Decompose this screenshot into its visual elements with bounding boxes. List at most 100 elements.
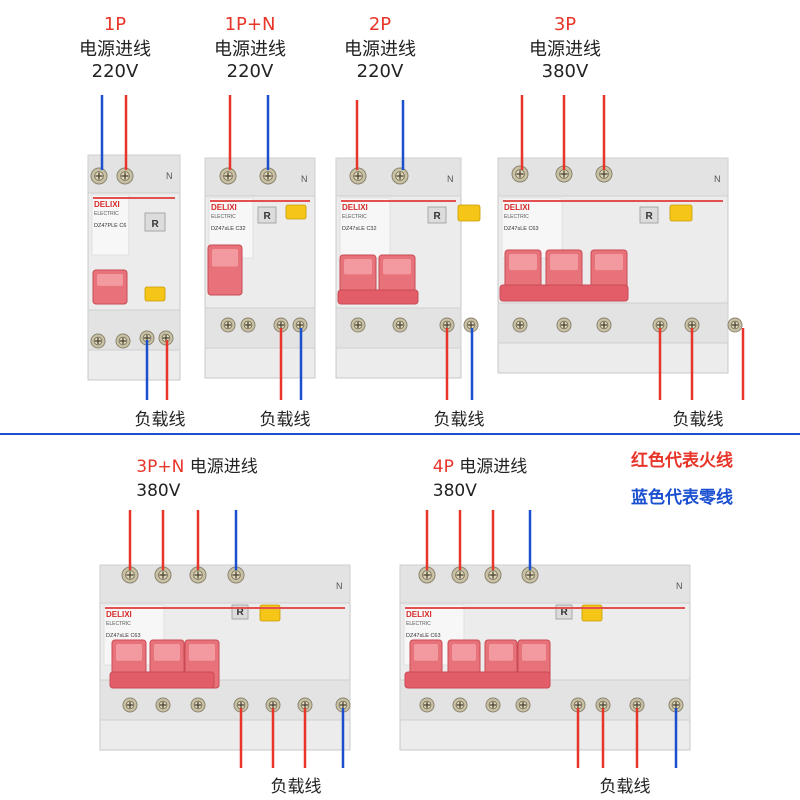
panel-4p-load-label: 负载线	[599, 777, 651, 797]
panel-type-label: 1P	[103, 14, 127, 35]
panel-3pn-header: 3P+N 电源进线 380V	[136, 452, 257, 501]
red-stripe	[210, 200, 310, 202]
neutral-mark: N	[714, 174, 721, 184]
handle-highlight	[154, 644, 180, 661]
panel-1p-header: 1P 电源进线 220V	[79, 14, 151, 82]
reset-button-label: R	[264, 211, 272, 222]
panel-4p-header: 4P 电源进线 380V	[433, 452, 527, 501]
panel-2p-header: 2P 电源进线 220V	[344, 14, 416, 82]
brand-logo: DELIXI	[342, 203, 368, 212]
model-text: DZ47PLE C6	[94, 223, 126, 229]
test-button	[144, 286, 166, 302]
model-text: DZ47sLE C32	[211, 226, 246, 232]
panel-type-label: 3P+N	[136, 457, 185, 477]
brand-sub: ELECTRIC	[342, 214, 367, 220]
panel-2p-load-label: 负载线	[433, 410, 485, 430]
handle-highlight	[509, 254, 537, 271]
top-terminal-strip	[99, 564, 351, 604]
neutral-mark: N	[301, 174, 308, 184]
handle-highlight	[452, 644, 476, 661]
panel-voltage: 380V	[432, 481, 477, 501]
panel-voltage: 220V	[356, 61, 404, 82]
panel-type-label: 1P+N	[224, 14, 276, 35]
reset-button-label: R	[434, 211, 442, 222]
panel-desc: 电源进线	[214, 39, 286, 60]
panel-type-label: 2P	[368, 14, 392, 35]
red-stripe	[105, 607, 345, 609]
red-stripe	[405, 607, 685, 609]
label-plate	[501, 197, 563, 259]
breaker-3p: DELIXI ELECTRIC DZ47sLE C63 R N	[497, 95, 745, 400]
handle-tie-bar	[499, 284, 629, 302]
top-terminal-strip	[399, 564, 691, 604]
red-stripe	[341, 200, 456, 202]
handle-highlight	[595, 254, 623, 271]
panel-voltage: 220V	[226, 61, 274, 82]
brand-sub: ELECTRIC	[94, 211, 119, 217]
label-plate	[91, 194, 130, 256]
reset-button-label: R	[237, 607, 245, 618]
brand-sub: ELECTRIC	[504, 214, 529, 220]
legend-neutral: 蓝色代表零线	[631, 488, 733, 508]
breaker-1p: DELIXI ELECTRIC DZ47PLE C6 R N	[87, 95, 181, 400]
section-divider	[0, 433, 800, 435]
handle-tie-bar	[337, 289, 419, 305]
reset-button	[427, 206, 447, 224]
brand-sub: ELECTRIC	[211, 214, 236, 220]
panel-3pn-load-label: 负载线	[270, 777, 322, 797]
label-plate	[339, 197, 391, 259]
panel-voltage: 380V	[136, 481, 181, 501]
reset-button-label: R	[561, 607, 569, 618]
panel-type-label: 3P	[553, 14, 577, 35]
top-terminal-strip	[497, 157, 729, 197]
test-button	[457, 204, 481, 222]
handle-highlight	[489, 644, 513, 661]
reset-button	[144, 212, 166, 232]
brand-sub: ELECTRIC	[106, 621, 131, 627]
panel-type-label: 4P	[432, 457, 454, 477]
test-button	[285, 204, 307, 220]
brand-sub: ELECTRIC	[406, 621, 431, 627]
legend-live: 红色代表火线	[631, 451, 733, 471]
panel-desc: 电源进线	[79, 39, 151, 60]
brand-logo: DELIXI	[504, 203, 530, 212]
panel-voltage: 220V	[91, 61, 139, 82]
neutral-mark: N	[166, 171, 173, 181]
panel-3p-header: 3P 电源进线 380V	[529, 14, 601, 82]
brand-logo: DELIXI	[106, 610, 132, 619]
panel-1p-load-label: 负载线	[134, 410, 186, 430]
handle-highlight	[344, 259, 372, 275]
red-stripe	[503, 200, 723, 202]
brand-logo: DELIXI	[94, 200, 120, 209]
panel-1pn-load-label: 负载线	[259, 410, 311, 430]
handle-tie-bar	[404, 671, 551, 689]
breaker-3pn: DELIXI ELECTRIC DZ47sLE C63 R N	[99, 510, 351, 768]
panel-3p-load-label: 负载线	[672, 410, 724, 430]
handle-highlight	[383, 259, 411, 275]
handle-highlight	[189, 644, 215, 661]
handle-highlight	[97, 274, 123, 286]
panel-desc: 电源进线	[529, 39, 601, 60]
panel-desc: 电源进线	[459, 457, 528, 477]
panel-1pn-header: 1P+N 电源进线 220V	[214, 14, 286, 82]
model-text: DZ47sLE C63	[106, 633, 141, 639]
handle-highlight	[212, 249, 238, 267]
brand-logo: DELIXI	[211, 203, 237, 212]
test-button	[669, 204, 693, 222]
bottom-terminal-strip	[99, 679, 351, 721]
red-stripe	[93, 197, 175, 199]
panel-desc: 电源进线	[344, 39, 416, 60]
model-text: DZ47sLE C63	[504, 226, 539, 232]
reset-button-label: R	[646, 211, 654, 222]
panel-voltage: 380V	[541, 61, 589, 82]
handle-highlight	[116, 644, 142, 661]
panel-desc: 电源进线	[189, 457, 258, 477]
model-text: DZ47sLE C63	[406, 633, 441, 639]
neutral-mark: N	[336, 581, 343, 591]
neutral-mark: N	[676, 581, 683, 591]
reset-button	[257, 206, 277, 224]
reset-button-label: R	[152, 219, 160, 230]
handle-highlight	[414, 644, 438, 661]
